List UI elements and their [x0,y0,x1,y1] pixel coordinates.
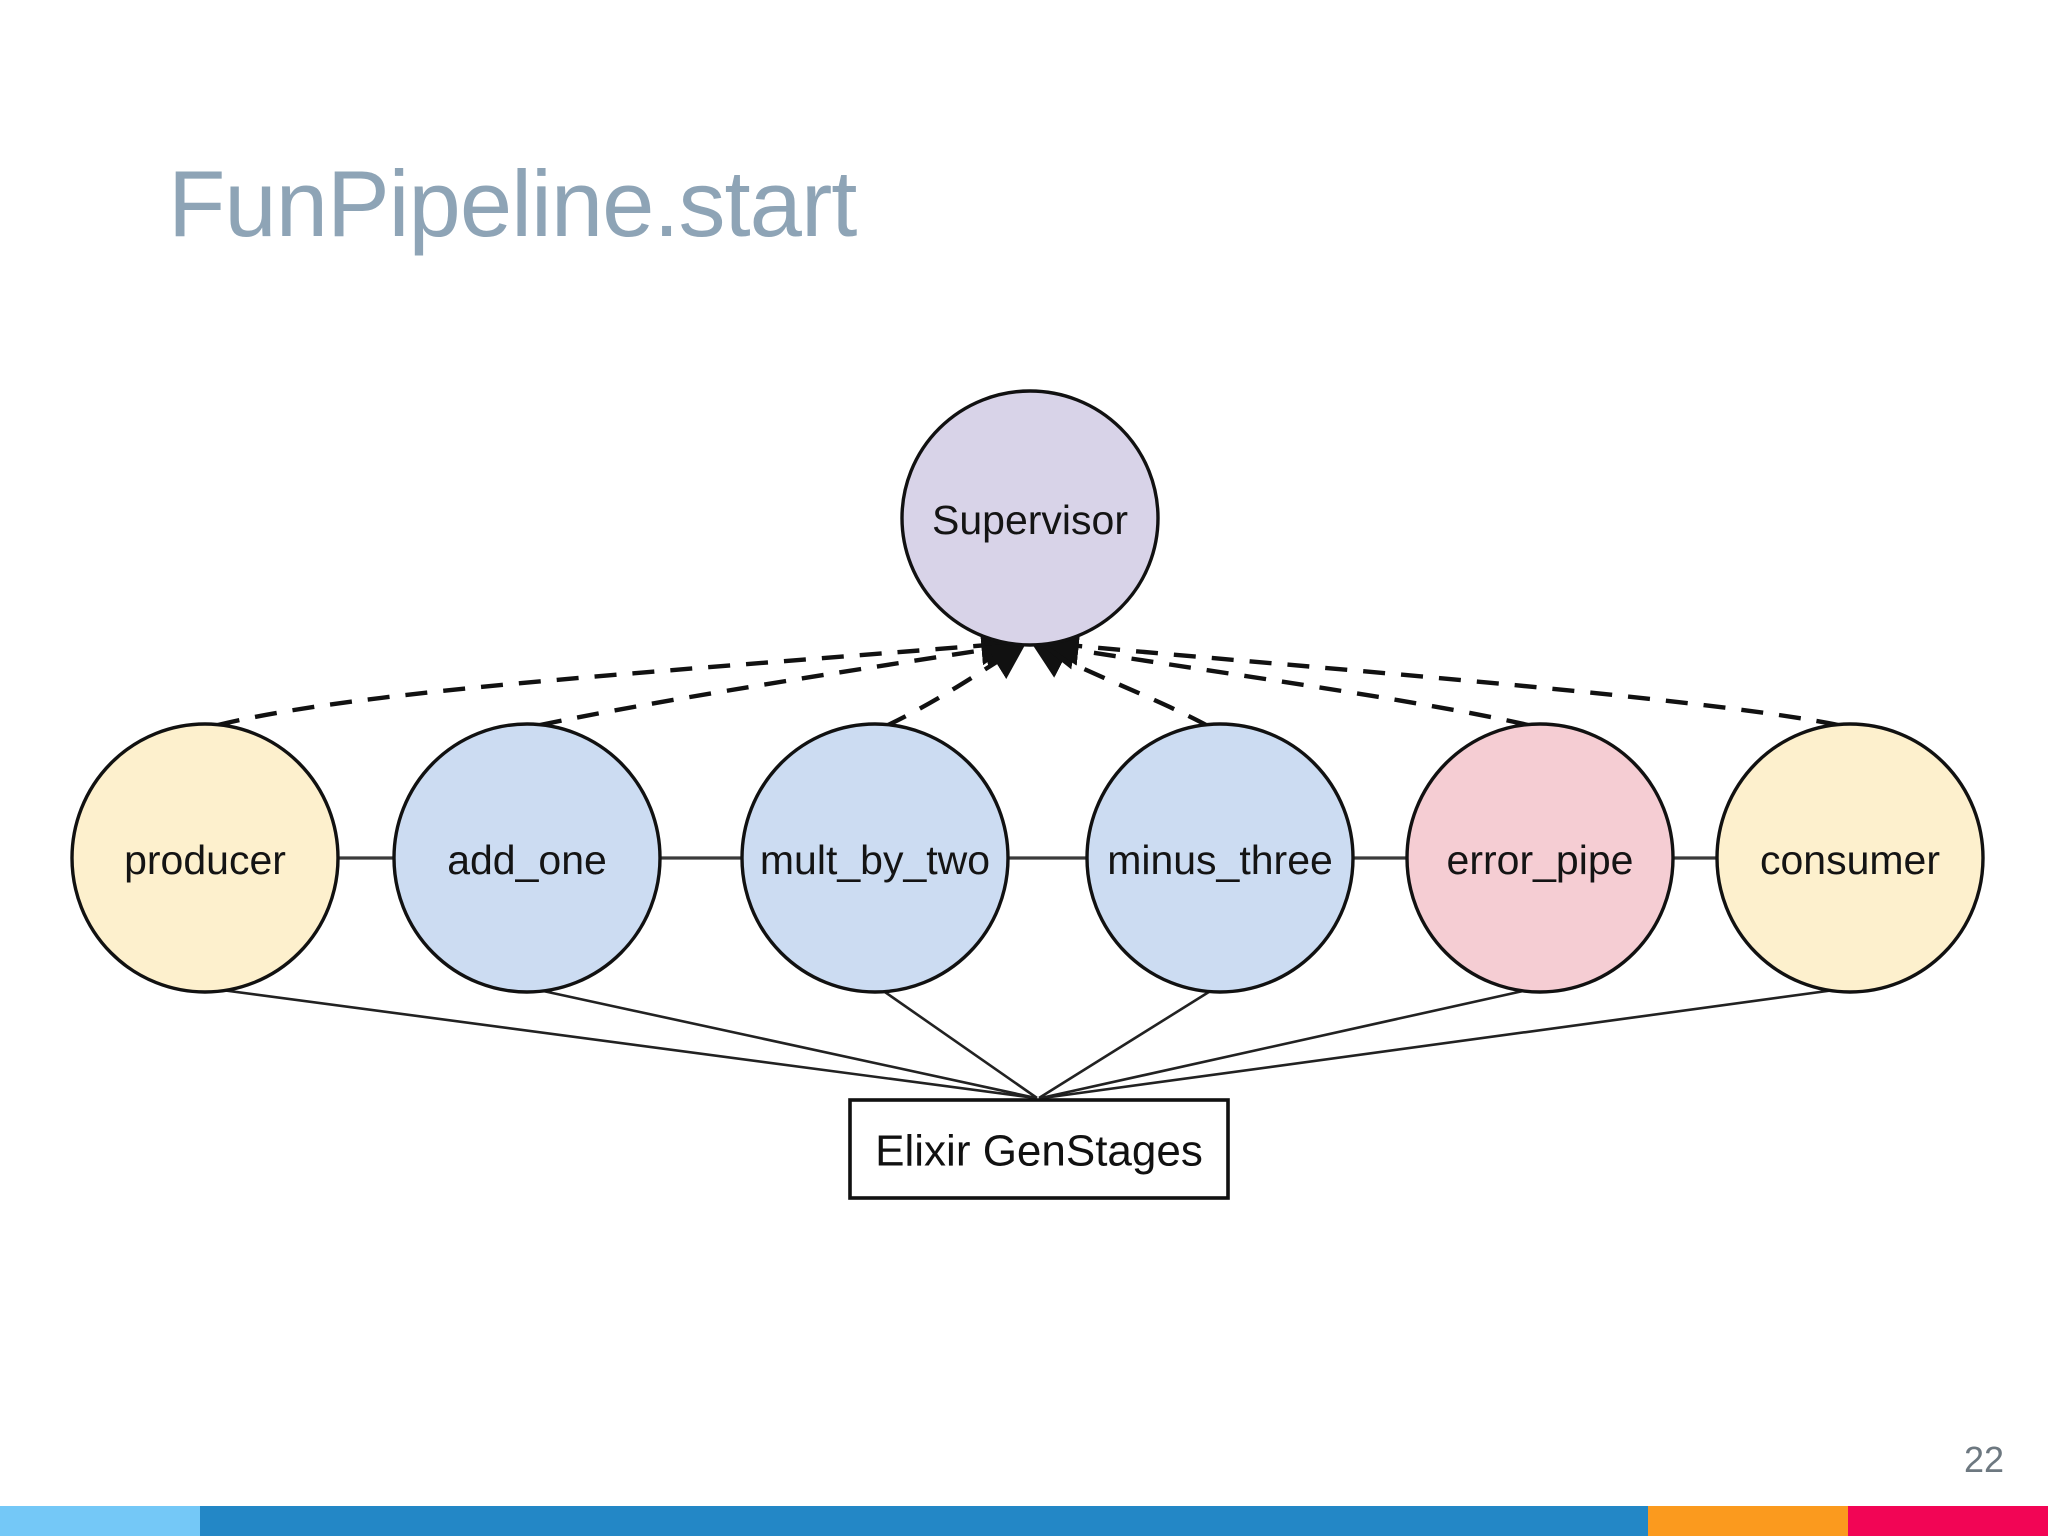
mult-by-two-label: mult_by_two [760,837,990,883]
producer-circle [70,722,340,994]
supervision-edge-minus-three [1032,642,1210,728]
supervision-edge-consumer [1043,626,1839,728]
genstage-edge-mult-by-two [881,988,1038,1100]
supervision-edge-mult-by-two [885,643,1026,728]
node-minus-three[interactable]: minus_three [1085,722,1355,994]
add-one-label: add_one [447,837,607,883]
genstages-label: Elixir GenStages [875,1127,1203,1176]
footer-segment-orange [1648,1506,1848,1536]
supervision-edge-error-pipe [1039,630,1529,728]
genstage-edge-error-pipe [1040,987,1533,1100]
minus-three-circle [1085,722,1355,994]
node-supervisor[interactable]: Supervisor [900,389,1160,647]
consumer-circle [1715,722,1985,994]
genstage-edge-group [213,987,1843,1100]
error-pipe-circle [1405,722,1675,994]
error-pipe-label: error_pipe [1447,837,1634,883]
genstage-edge-producer [213,987,1036,1100]
genstage-edge-add-one [533,987,1037,1100]
supervisor-label: Supervisor [932,497,1128,543]
footer-segment-light-blue [0,1506,200,1536]
page-title: FunPipeline.start [168,151,857,256]
genstage-edge-consumer [1042,987,1843,1100]
page-number: 22 [1963,1439,2004,1480]
node-elixir-genstages[interactable]: Elixir GenStages [848,1098,1230,1200]
node-consumer[interactable]: consumer [1715,722,1985,994]
footer-segment-blue [200,1506,1648,1536]
consumer-label: consumer [1760,837,1940,883]
genstages-box [848,1098,1230,1200]
producer-label: producer [124,837,286,883]
genstage-edge-minus-three [1038,988,1213,1100]
footer-segment-crimson [1848,1506,2048,1536]
minus-three-label: minus_three [1107,837,1333,883]
mult-by-two-circle [740,722,1010,994]
supervision-edge-add-one [539,630,1021,728]
supervision-edge-group [217,625,1839,728]
node-error-pipe[interactable]: error_pipe [1405,722,1675,994]
node-add-one[interactable]: add_one [392,722,662,994]
supervision-edge-producer [217,625,1017,728]
node-mult-by-two[interactable]: mult_by_two [740,722,1010,994]
footer-color-bar [0,1506,2048,1536]
add-one-circle [392,722,662,994]
supervisor-circle [900,389,1160,647]
node-producer[interactable]: producer [70,722,340,994]
